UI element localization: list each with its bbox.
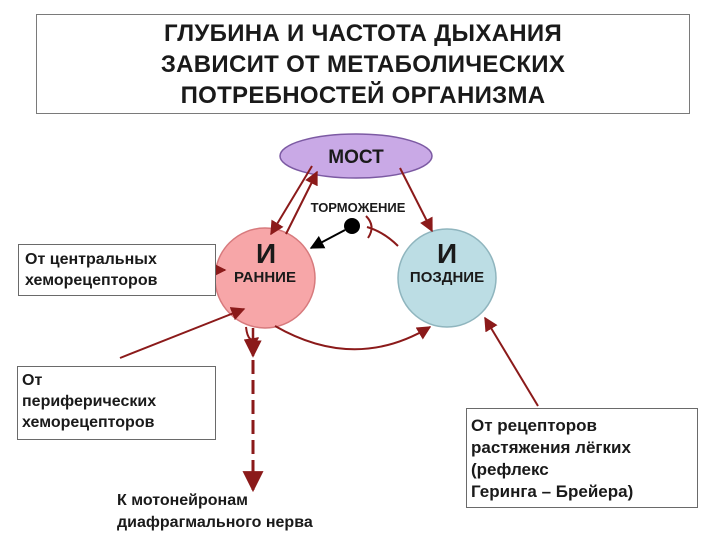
early-letter: И — [256, 238, 276, 269]
inhibition-arrow — [309, 229, 346, 249]
late-to-inhibitory-synapse — [365, 215, 373, 239]
arrow-early-to-pons — [285, 170, 318, 235]
diagram-title: ГЛУБИНА И ЧАСТОТА ДЫХАНИЯ ЗАВИСИТ ОТ МЕТ… — [160, 19, 566, 109]
late-inspiratory-node — [397, 228, 497, 328]
late-letter: И — [437, 238, 457, 269]
early-recurrent-arrow — [243, 326, 260, 351]
inhibitory-neuron — [344, 218, 360, 234]
early-label: РАННИЕ — [234, 269, 296, 286]
arrow-peripheral-input — [119, 307, 246, 359]
peripheral-chemoreceptors-box: От периферических хеморецепторов — [17, 366, 216, 440]
motoneurons-output-label: К мотонейронам диафрагмального нерва — [117, 492, 313, 531]
central-chemoreceptors-box: От центральных хеморецепторов — [18, 244, 216, 296]
arrow-pons-to-late — [399, 167, 433, 233]
pons-label: МОСТ — [328, 147, 384, 168]
pons-node — [279, 133, 433, 179]
arrow-stretch-input — [484, 316, 539, 407]
arrow-early-to-late — [274, 325, 432, 351]
inhibition-label: ТОРМОЖЕНИЕ — [311, 200, 406, 215]
title-box: ГЛУБИНА И ЧАСТОТА ДЫХАНИЯ ЗАВИСИТ ОТ МЕТ… — [36, 14, 690, 114]
late-to-inhibitory-link — [366, 226, 399, 247]
late-label: ПОЗДНИЕ — [410, 269, 484, 286]
stretch-receptors-box: От рецепторов растяжения лёгких (рефлекс… — [466, 408, 698, 508]
